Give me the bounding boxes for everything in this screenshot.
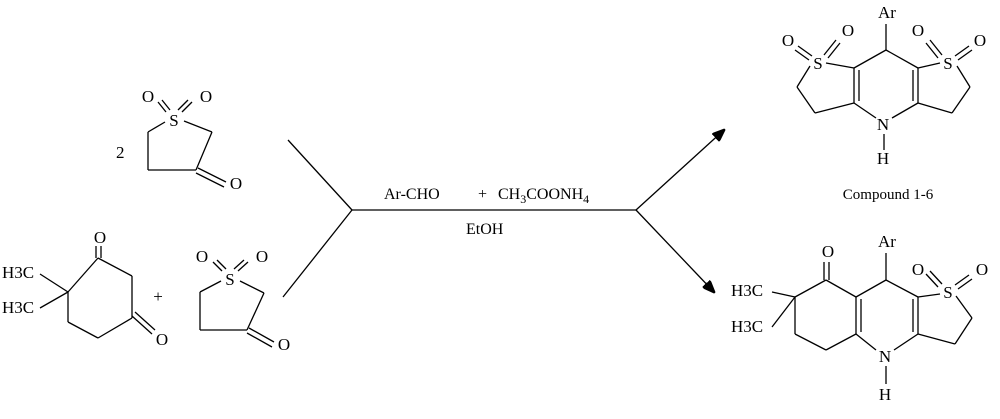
nitrogen-atom: N	[877, 115, 889, 134]
hydrogen-atom: H	[879, 385, 891, 404]
nitrogen-atom: N	[879, 347, 891, 366]
ammonium-acetate-reagent: CH3COONH4	[498, 186, 589, 206]
sulfonyl-oxygen: O	[976, 260, 988, 279]
product-hexahydroquinoline: Ar O S O O N H H3C H3C	[731, 232, 988, 404]
sulfonyl-oxygen: O	[912, 21, 924, 40]
reactant-sulfolanone-2: S O O O	[196, 247, 290, 354]
sulfur-atom: S	[943, 283, 952, 302]
methyl-label: H3C	[2, 263, 34, 282]
sulfonyl-oxygen: O	[200, 87, 212, 106]
plus-sign: +	[478, 186, 487, 203]
sulfonyl-oxygen: O	[974, 31, 986, 50]
ketone-oxygen: O	[156, 330, 168, 349]
methyl-label: H3C	[2, 298, 34, 317]
reaction-conditions: Ar-CHO + CH3COONH4 EtOH	[384, 186, 589, 238]
aryl-label: Ar	[878, 232, 896, 251]
reactant-dimedone: H3C H3C O O	[2, 228, 168, 349]
ketone-oxygen: O	[230, 174, 242, 193]
sulfonyl-oxygen: O	[142, 87, 154, 106]
sulfonyl-oxygen: O	[256, 247, 268, 266]
methyl-label: H3C	[731, 281, 763, 300]
sulfonyl-oxygen: O	[196, 247, 208, 266]
sulfonyl-oxygen: O	[842, 21, 854, 40]
reactant-sulfolanone-1: 2 S O O O	[116, 87, 242, 193]
sulfonyl-oxygen: O	[912, 260, 924, 279]
ketone-oxygen: O	[822, 242, 834, 261]
aldehyde-reagent: Ar-CHO	[384, 186, 440, 203]
plus-sign: +	[153, 287, 163, 306]
sulfur-atom: S	[169, 111, 178, 130]
methyl-label: H3C	[731, 317, 763, 336]
sulfur-atom: S	[813, 54, 822, 73]
ketone-oxygen: O	[278, 335, 290, 354]
sulfonyl-oxygen: O	[782, 31, 794, 50]
aryl-label: Ar	[878, 3, 896, 22]
ketone-oxygen: O	[94, 228, 106, 247]
solvent-label: EtOH	[466, 221, 504, 238]
compound-caption: Compound 1-6	[843, 187, 934, 203]
hydrogen-atom: H	[877, 149, 889, 168]
coefficient-2: 2	[116, 143, 125, 162]
product-compound-1-6: Ar S S O O O O N H Compound 1-6	[782, 3, 986, 203]
reaction-arrow	[282, 130, 724, 298]
sulfur-atom: S	[943, 54, 952, 73]
sulfur-atom: S	[225, 270, 234, 289]
